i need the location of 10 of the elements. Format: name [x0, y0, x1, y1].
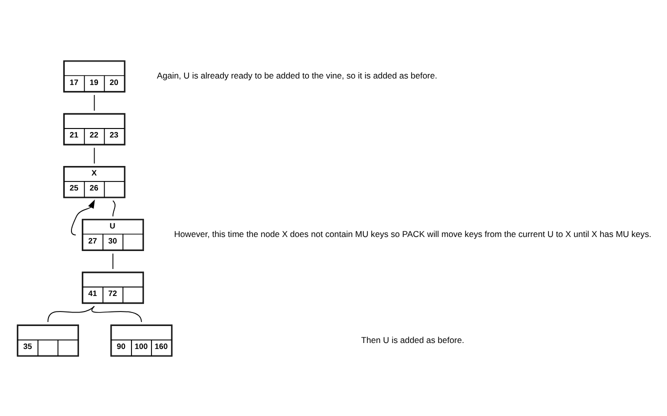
connector — [112, 252, 114, 269]
label: Then U is added as before. — [361, 334, 464, 344]
connector — [94, 146, 95, 164]
connector — [112, 200, 116, 216]
arrow — [71, 198, 95, 235]
connector — [48, 305, 95, 322]
connector — [92, 305, 142, 322]
label: Again, U is already ready to be added to the vine, so it is added as before. — [156, 70, 438, 80]
label: However, this time the node X does not contain MU keys so PACK will move keys from the current U to X until X has MU keys. — [174, 228, 652, 239]
connector — [94, 94, 95, 111]
